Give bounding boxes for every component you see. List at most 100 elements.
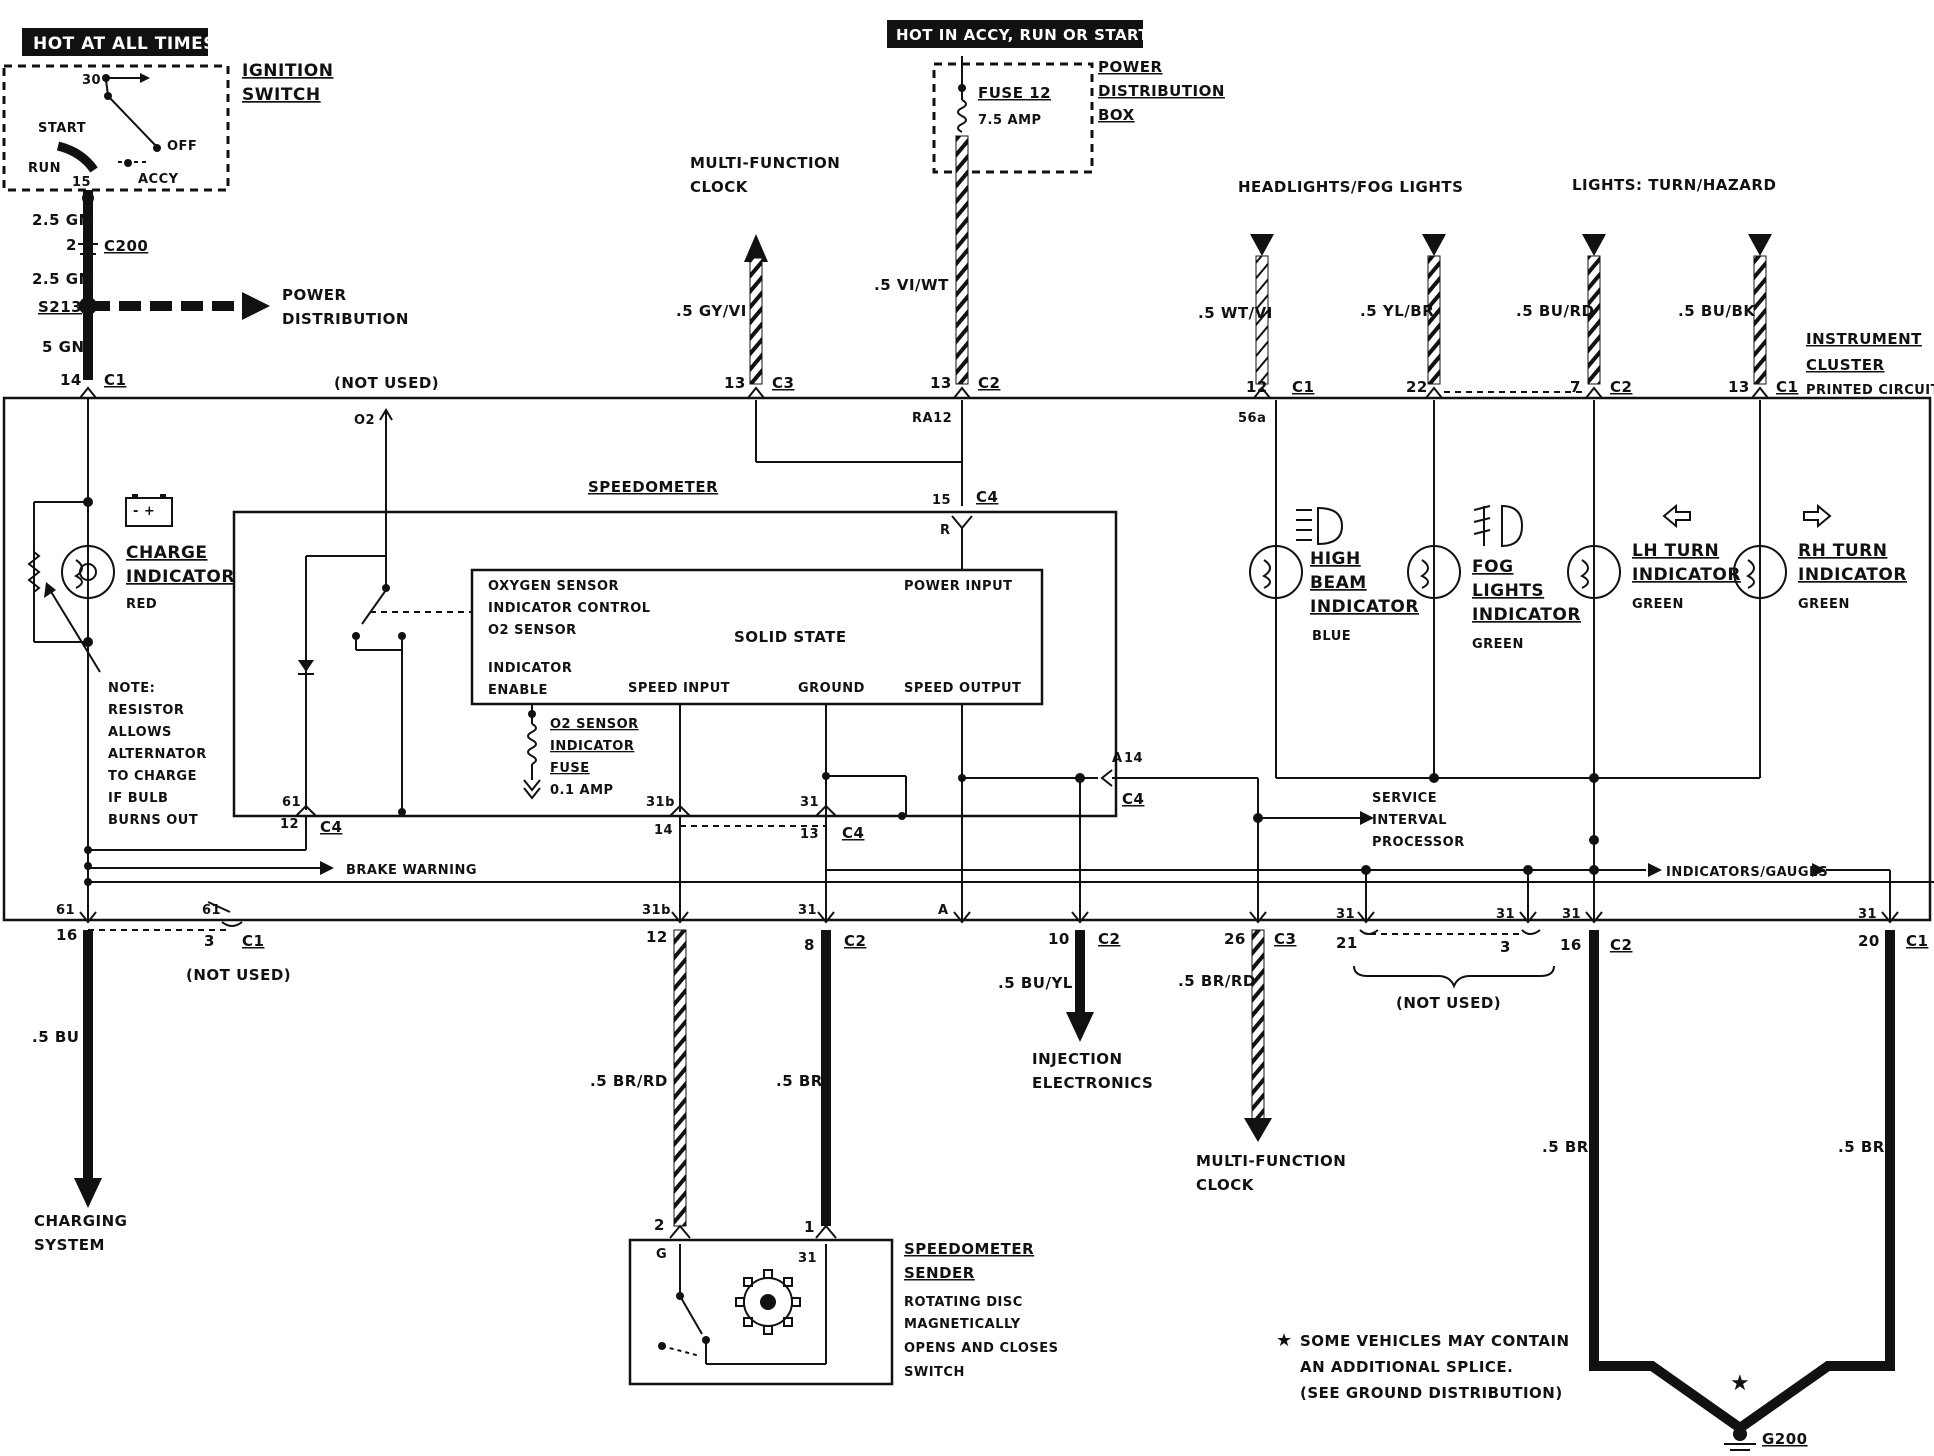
- diagram-label: C3: [1274, 930, 1296, 948]
- speedometer-label: SPEEDOMETER: [588, 478, 718, 496]
- diagram-label: 15: [932, 493, 951, 508]
- diagram-label: 12: [280, 817, 299, 832]
- diagram-label: 13: [800, 827, 819, 842]
- right-arrow-icon: [1803, 503, 1832, 529]
- diagram-label: .5 GY/VI: [676, 302, 747, 320]
- diagram-label: C4: [1122, 790, 1144, 808]
- diagram-label: 16: [56, 926, 78, 944]
- diagram-label: 3: [1500, 938, 1511, 956]
- diagram-label: 31b: [642, 903, 671, 918]
- diagram-label: A: [1112, 751, 1123, 766]
- diagram-label: SYSTEM: [34, 1236, 105, 1254]
- ground-wire: [1589, 930, 1895, 1435]
- diagram-label: 14: [1124, 751, 1143, 766]
- bu-bk-wire: [1748, 234, 1772, 385]
- diagram-label: BURNS OUT: [108, 813, 198, 828]
- diagram-label: .5 WT/VI: [1198, 304, 1273, 322]
- diagram-label: G: [656, 1247, 667, 1262]
- diagram-label: PRINTED CIRCUIT: [1806, 383, 1934, 398]
- diagram-label: C2: [844, 932, 866, 950]
- diagram-label: C4: [320, 818, 342, 836]
- speedometer-box: [232, 510, 1118, 818]
- diagram-label: 31: [1562, 907, 1581, 922]
- diagram-label: AN ADDITIONAL SPLICE.: [1300, 1358, 1513, 1376]
- diagram-label: CLUSTER: [1806, 356, 1885, 374]
- diagram-label: C3: [772, 374, 794, 392]
- diagram-label: IF BULB: [108, 791, 168, 806]
- diagram-label: 61: [202, 903, 221, 918]
- diagram-label: .5 BU: [32, 1028, 79, 1046]
- diagram-label: 26: [1224, 930, 1246, 948]
- diagram-label: HOT IN ACCY, RUN OR START: [896, 26, 1149, 44]
- diagram-label: SERVICE: [1372, 791, 1437, 806]
- diagram-label: ALTERNATOR: [108, 747, 207, 762]
- diagram-label: 14: [654, 823, 673, 838]
- diagram-label: 2: [66, 236, 77, 254]
- diagram-label: LH TURN: [1632, 541, 1719, 561]
- diagram-label: C200: [104, 237, 148, 255]
- diagram-label: 13: [1728, 378, 1750, 396]
- diagram-label: R: [940, 523, 951, 538]
- diagram-label: FOG: [1472, 557, 1514, 577]
- diagram-label: ENABLE: [488, 683, 548, 698]
- diagram-label: 1: [804, 1218, 815, 1236]
- diagram-label: RESISTOR: [108, 703, 184, 718]
- diagram-label: INDICATOR CONTROL: [488, 601, 651, 616]
- diagram-label: SENDER: [904, 1264, 975, 1282]
- diagram-label: SOME VEHICLES MAY CONTAIN: [1300, 1332, 1570, 1350]
- diagram-label: 61: [282, 795, 301, 810]
- diagram-label: .5 BR: [1542, 1138, 1589, 1156]
- diagram-label: 13: [930, 374, 952, 392]
- diagram-label: 15: [72, 175, 91, 190]
- diagram-label: RED: [126, 597, 157, 612]
- diagram-label: FUSE: [550, 761, 590, 776]
- diagram-label: 7: [1570, 378, 1581, 396]
- diagram-label: SWITCH: [904, 1365, 965, 1380]
- diagram-label: 3: [204, 932, 215, 950]
- diagram-label: 14: [60, 371, 82, 389]
- diagram-label: GROUND: [798, 681, 865, 696]
- diagram-label: LIGHTS: [1472, 581, 1544, 601]
- diagram-label: NOTE:: [108, 681, 155, 696]
- diagram-label: C1: [1292, 378, 1314, 396]
- wt-vi-wire: [1250, 234, 1274, 385]
- diagram-label: POWER INPUT: [904, 579, 1013, 594]
- diagram-label: (NOT USED): [334, 374, 439, 392]
- ignition-switch: 30 START OFF RUN ACCY 15: [2, 64, 230, 192]
- diagram-label: .5 BU/RD: [1516, 302, 1594, 320]
- ignition-switch-label-2: SWITCH: [242, 85, 321, 105]
- diagram-label: INDICATOR: [1632, 565, 1741, 585]
- diagram-label: POWER: [282, 286, 347, 304]
- diagram-label: 12: [1246, 378, 1268, 396]
- diagram-label: 31b: [646, 795, 675, 810]
- diagram-label: 0.1 AMP: [550, 783, 614, 798]
- diagram-label: ACCY: [138, 172, 179, 187]
- diagram-label: PROCESSOR: [1372, 835, 1465, 850]
- diagram-label: (SEE GROUND DISTRIBUTION): [1300, 1384, 1563, 1402]
- diagram-label: A: [938, 903, 949, 918]
- ignition-switch-label-1: IGNITION: [242, 61, 333, 81]
- diagram-label: INDICATOR: [488, 661, 572, 676]
- bu-rd-wire: [1582, 234, 1606, 385]
- diagram-label: ALLOWS: [108, 725, 172, 740]
- diagram-label: C4: [842, 824, 864, 842]
- vi-wt-wire: [955, 135, 969, 385]
- battery-icon: - +: [125, 494, 173, 527]
- diagram-label: GREEN: [1798, 597, 1850, 612]
- diagram-label: 30: [82, 73, 101, 88]
- diagram-label: .5 BR/RD: [590, 1072, 668, 1090]
- star-note-icon: ★: [1276, 1330, 1293, 1351]
- diagram-label: INDICATOR: [1310, 597, 1419, 617]
- diagram-label: 10: [1048, 930, 1070, 948]
- instrument-cluster-box: [2, 396, 1932, 922]
- diagram-label: - +: [133, 504, 155, 519]
- diagram-label: INDICATOR: [1798, 565, 1907, 585]
- diagram-label: 31: [800, 795, 819, 810]
- rotating-disc-icon: [735, 1269, 801, 1335]
- diagram-label: OFF: [167, 139, 197, 154]
- diagram-label: 16: [1560, 936, 1582, 954]
- diagram-label: SPEEDOMETER: [904, 1240, 1034, 1258]
- diagram-label: GREEN: [1472, 637, 1524, 652]
- diagram-label: DISTRIBUTION: [1098, 82, 1225, 100]
- diagram-label: BLUE: [1312, 629, 1351, 644]
